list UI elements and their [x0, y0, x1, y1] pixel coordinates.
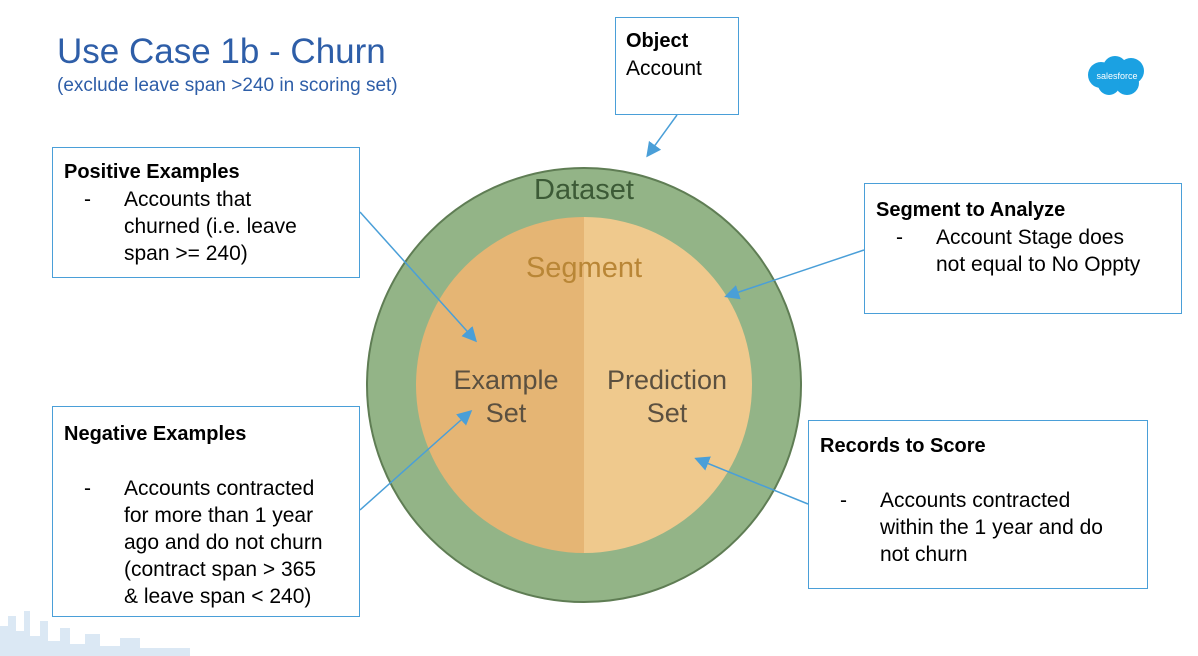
negative-line-5: & leave span < 240) — [124, 585, 312, 608]
object-value: Account — [626, 57, 702, 80]
records-line-2: within the 1 year and do — [880, 516, 1103, 539]
records-line-1: Accounts contracted — [880, 489, 1071, 512]
records-arrow — [694, 456, 809, 505]
positive-arrow — [359, 211, 478, 343]
positive-line-1: Accounts that — [124, 188, 252, 211]
segment-line-1: Account Stage does — [936, 226, 1124, 249]
positive-line-3: span >= 240) — [124, 242, 248, 265]
negative-examples-item: - Accounts contracted for more than 1 ye… — [64, 475, 348, 610]
negative-line-3: ago and do not churn — [124, 531, 323, 554]
positive-examples-item: - Accounts that churned (i.e. leave span… — [64, 186, 348, 267]
salesforce-logo-text: salesforce — [1096, 71, 1137, 81]
records-to-score-box: Records to Score - Accounts contracted w… — [808, 420, 1148, 589]
segment-arrow — [724, 249, 865, 300]
negative-arrow — [359, 410, 473, 511]
prediction-set-label-line2: Set — [647, 398, 688, 428]
example-set-label-line1: Example — [453, 365, 558, 395]
example-set-label-line2: Set — [486, 398, 527, 428]
positive-line-2: churned (i.e. leave — [124, 215, 297, 238]
negative-line-2: for more than 1 year — [124, 504, 314, 527]
salesforce-logo: salesforce — [1088, 56, 1144, 95]
negative-examples-box: Negative Examples - Accounts contracted … — [52, 406, 360, 617]
object-heading: Object — [626, 30, 689, 52]
segment-label: Segment — [526, 252, 642, 284]
records-to-score-item: - Accounts contracted within the 1 year … — [820, 487, 1136, 568]
segment-to-analyze-item: - Account Stage does not equal to No Opp… — [876, 224, 1170, 278]
negative-line-4: (contract span > 365 — [124, 558, 317, 581]
records-line-3: not churn — [880, 543, 968, 566]
segment-to-analyze-box: Segment to Analyze - Account Stage does … — [864, 183, 1182, 314]
dataset-label: Dataset — [534, 174, 634, 206]
positive-examples-box: Positive Examples - Accounts that churne… — [52, 147, 360, 278]
segment-line-2: not equal to No Oppty — [936, 253, 1141, 276]
negative-line-1: Accounts contracted — [124, 477, 315, 500]
object-arrow — [646, 114, 678, 158]
prediction-set-label-line1: Prediction — [607, 365, 727, 395]
segment-to-analyze-heading: Segment to Analyze — [876, 199, 1066, 221]
page-title: Use Case 1b - Churn — [57, 32, 386, 71]
positive-examples-heading: Positive Examples — [64, 161, 240, 183]
records-to-score-heading: Records to Score — [820, 435, 986, 457]
object-box: Object Account — [615, 17, 739, 115]
page-subtitle: (exclude leave span >240 in scoring set) — [57, 75, 398, 96]
city-skyline-decoration — [0, 611, 190, 656]
negative-examples-heading: Negative Examples — [64, 423, 247, 445]
